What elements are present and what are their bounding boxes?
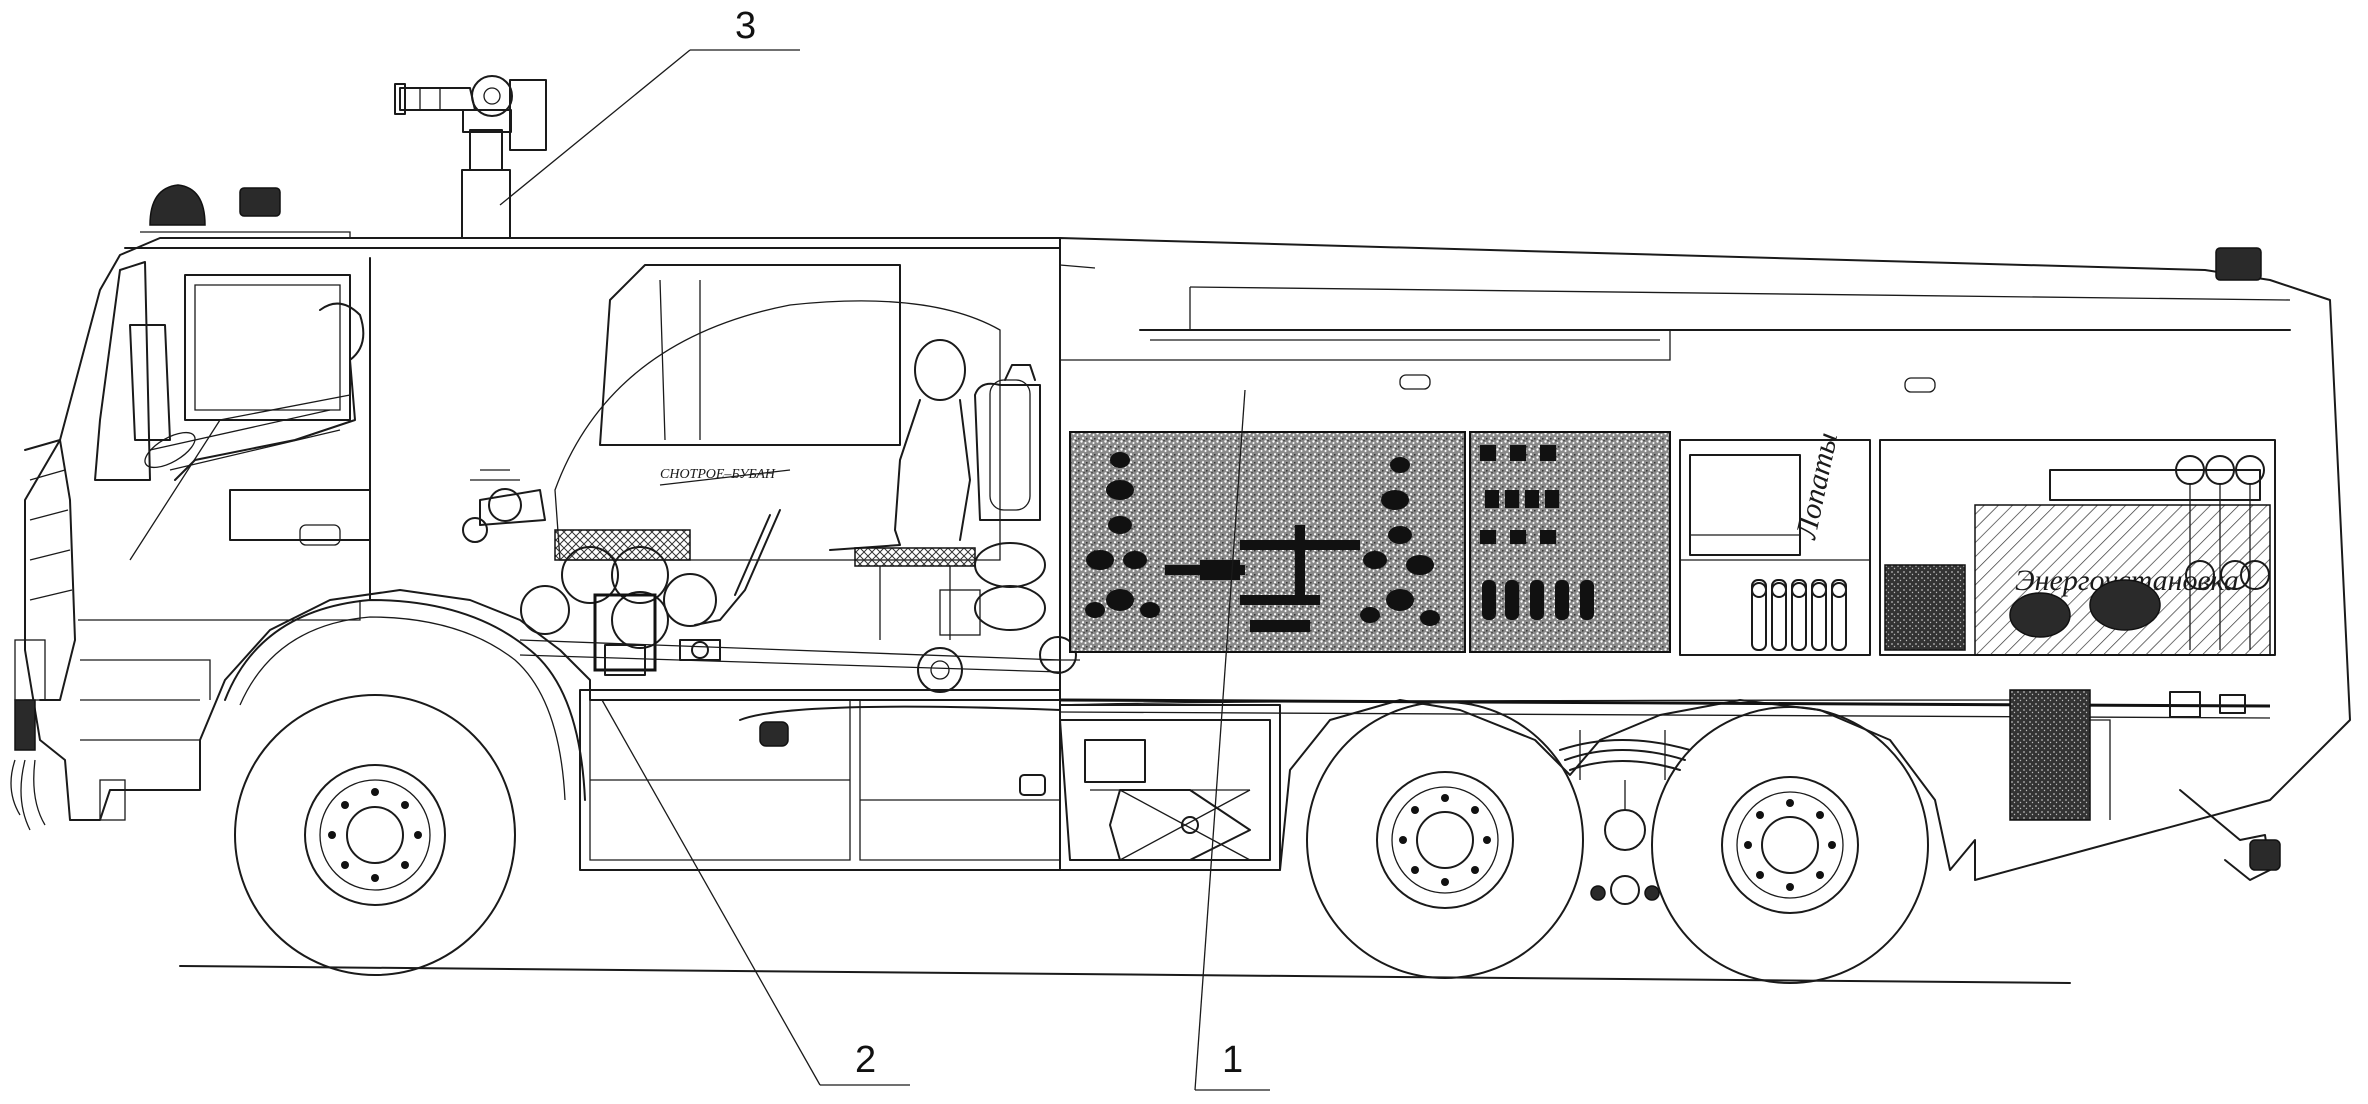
lower-body bbox=[579, 689, 2281, 905]
equipment-compartment: Лопаты Энергоустановка bbox=[1069, 430, 2276, 656]
rear-wheel bbox=[1651, 706, 1929, 984]
shovels-label: Лопаты bbox=[1789, 430, 1844, 543]
front-wheel bbox=[234, 694, 516, 976]
middle-wheel bbox=[1306, 701, 1584, 979]
beacon-light bbox=[149, 184, 206, 226]
crew-cabin-interior: СНОТРОЕ–БУБАН bbox=[554, 300, 1046, 640]
beacon-light-2 bbox=[239, 187, 281, 217]
shovel-rack bbox=[1751, 579, 1847, 651]
callout-1: 1 bbox=[1194, 389, 1270, 1091]
cab bbox=[10, 231, 1061, 831]
foam-mixer-unit bbox=[462, 469, 1080, 693]
rear-beacon bbox=[2215, 247, 2262, 281]
callout-label-3: 3 bbox=[735, 5, 756, 47]
ground-line bbox=[179, 965, 2071, 984]
cabin-tag: СНОТРОЕ–БУБАН bbox=[660, 467, 776, 482]
roof-monitor bbox=[394, 75, 547, 239]
roof-beacons bbox=[149, 184, 281, 226]
callout-label-2: 2 bbox=[855, 1039, 876, 1081]
callout-2: 2 bbox=[601, 699, 910, 1086]
headlight bbox=[14, 699, 36, 751]
callout-label-1: 1 bbox=[1222, 1039, 1243, 1081]
callout-3: 3 bbox=[499, 5, 800, 206]
